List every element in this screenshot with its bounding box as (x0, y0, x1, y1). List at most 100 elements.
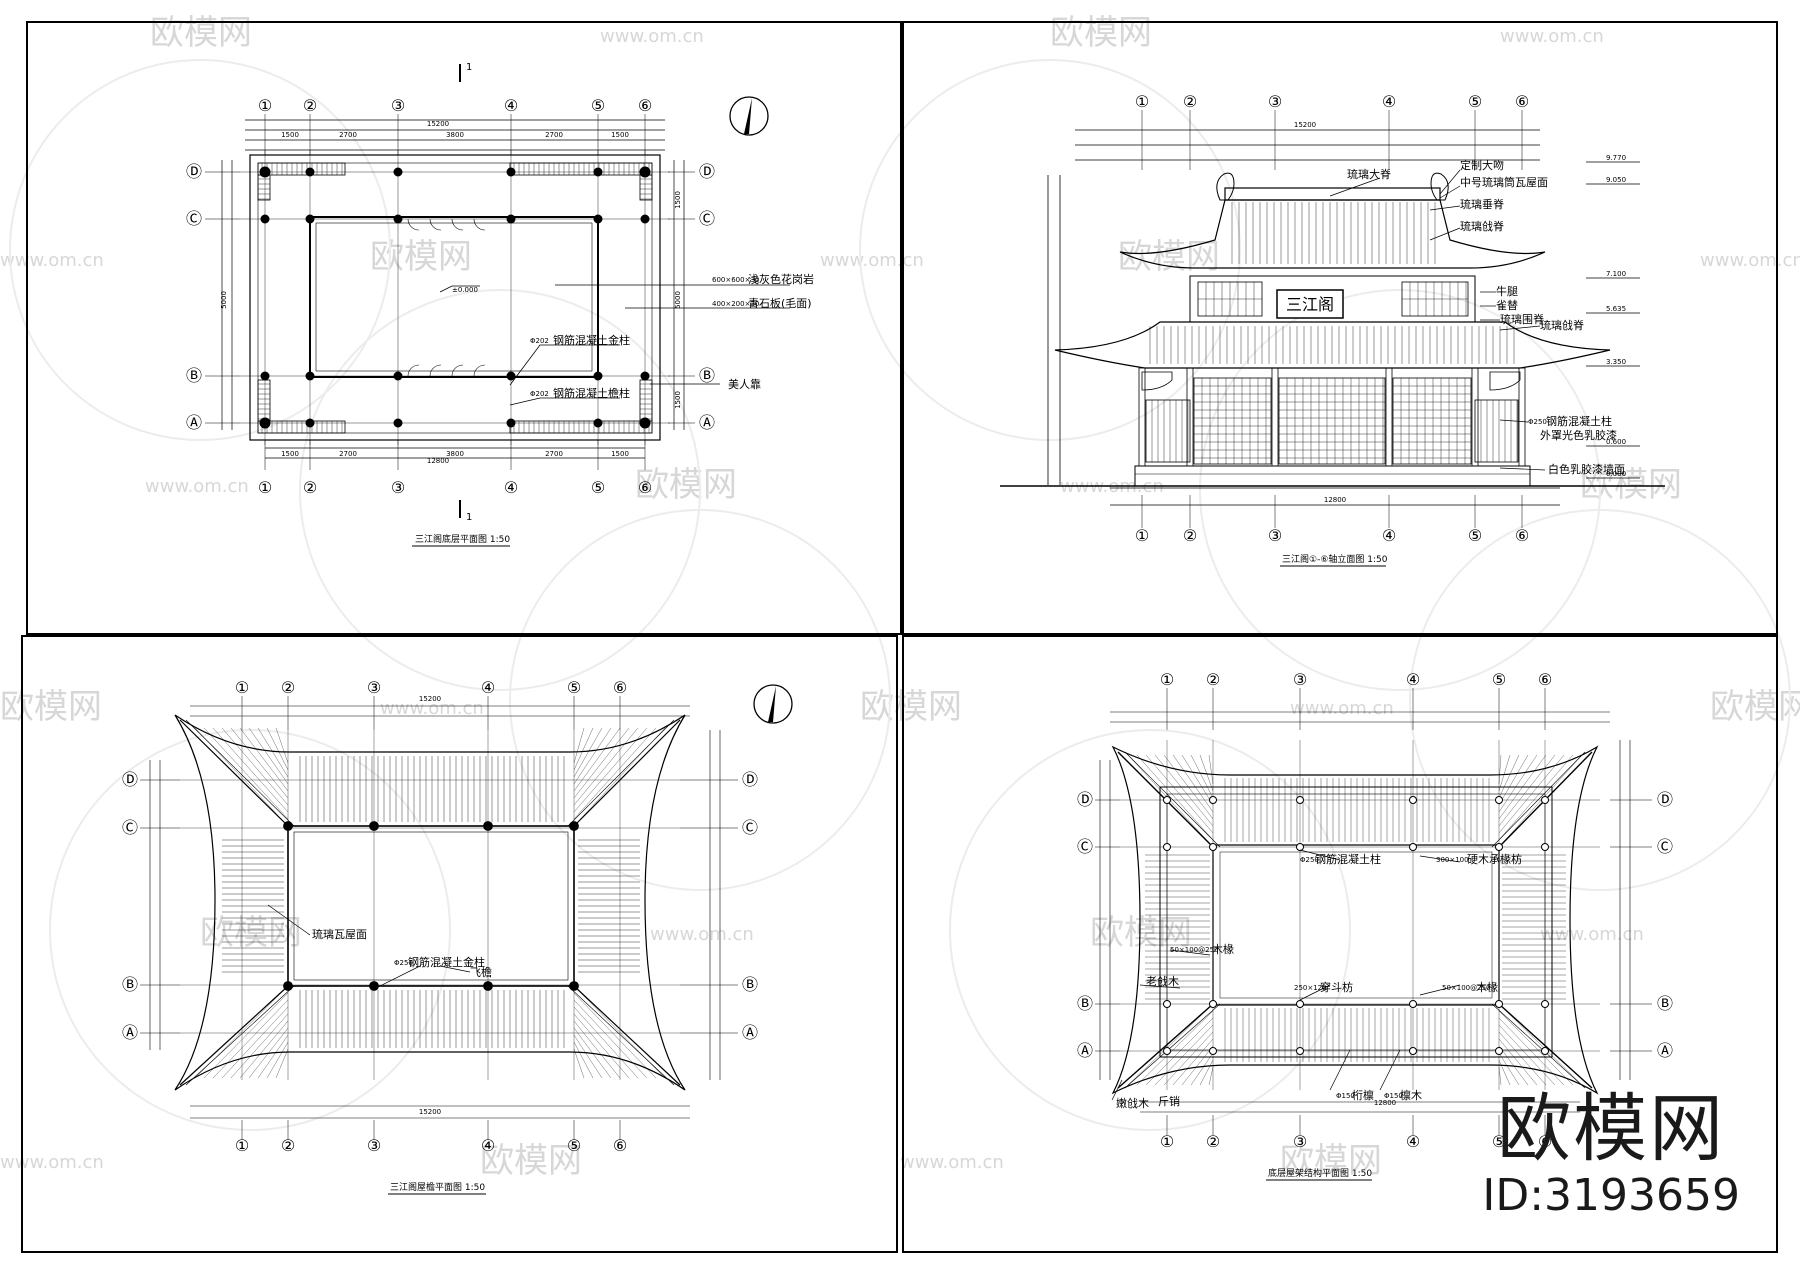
column-callout: 钢筋混凝土柱 (1315, 852, 1381, 866)
hip-ridge-edge (567, 719, 675, 827)
column-dot (393, 214, 403, 224)
fan-rafter (1145, 1017, 1214, 1086)
corner-rafter (573, 727, 630, 799)
fan-rafter (1498, 1031, 1547, 1086)
axis-label: ② (1183, 526, 1197, 545)
platform (1134, 465, 1531, 487)
axis-bubble: ① (235, 678, 249, 697)
column-dot (305, 371, 315, 381)
axis-label: ⑥ (613, 678, 627, 697)
corner-rafter (573, 727, 612, 785)
beam-spec: 300×100 (1436, 856, 1469, 864)
axis-bubble: Ⓐ (1657, 1041, 1673, 1060)
axis-label: Ⓐ (186, 413, 202, 432)
axis-bubble: ⑥ (638, 96, 652, 115)
axis-label: Ⓒ (1077, 837, 1093, 856)
floor-plan-dimension-lines (205, 114, 695, 470)
corner-rafter (266, 727, 289, 771)
column-circle (1296, 843, 1304, 851)
bluestone-spec: 400×200×30 (712, 300, 759, 308)
corner-rafter (221, 727, 289, 806)
axis-label: Ⓑ (186, 366, 202, 385)
column-circle (1163, 843, 1171, 851)
axis-label: ② (303, 96, 317, 115)
corner-rafter (257, 727, 289, 778)
axis-label: ⑤ (591, 96, 605, 115)
rafter-callout: 木椽 (1212, 943, 1234, 956)
outer-purlin (1159, 786, 1553, 1058)
axis-label: ⑤ (1492, 670, 1506, 689)
axis-bubble: ⑤ (1492, 1132, 1506, 1151)
axis-bubble: ② (281, 1136, 295, 1155)
bay-dimension: 3800 (446, 450, 464, 458)
column-circle (1296, 1000, 1304, 1008)
column-circle (1163, 796, 1171, 804)
corner-rafter (230, 1013, 289, 1079)
ridge-beast-left (1216, 172, 1235, 201)
door-swing (451, 218, 464, 231)
axis-label: ④ (481, 678, 495, 697)
frame-top-left (26, 21, 902, 635)
axis-bubble: ② (1183, 92, 1197, 111)
axis-bubble: Ⓒ (186, 209, 202, 228)
corner-rafter (248, 727, 289, 785)
axis-bubble: ④ (481, 1136, 495, 1155)
bay-dimension: 1500 (611, 131, 629, 139)
axis-bubble: ⑤ (591, 478, 605, 497)
corner-rafter (573, 985, 666, 1079)
axis-label: Ⓓ (1077, 790, 1093, 809)
gold-column-dot (569, 981, 579, 991)
fan-rafter (1154, 754, 1214, 827)
brand-id: ID:3193659 (1482, 1170, 1740, 1221)
axis-bubble: ③ (391, 96, 405, 115)
watermark-site-text: www.om.cn (650, 924, 754, 945)
fan-rafter (1199, 754, 1214, 792)
watermark-logo-text: 欧模网 (1580, 465, 1682, 505)
bay-dimension: 2700 (339, 131, 357, 139)
corner-column-dot (639, 166, 651, 178)
corner-rafter (573, 1041, 594, 1079)
axis-label: ④ (481, 1136, 495, 1155)
column-dot (593, 214, 603, 224)
bay-dimension: 2700 (545, 450, 563, 458)
bay-dimension: 2700 (545, 131, 563, 139)
section-mark-label: 1 (466, 512, 472, 523)
axis-bubble: ① (1160, 670, 1174, 689)
elevation-total-dimension: 15200 (1294, 121, 1316, 129)
fan-rafter (1498, 754, 1556, 827)
door-swing (429, 364, 442, 377)
column-circle (1541, 1047, 1549, 1055)
watermark-site-text: www.om.cn (1290, 698, 1394, 719)
corner-rafter (275, 727, 289, 764)
outer-purlin-inner (1166, 793, 1546, 1051)
axis-bubble: ③ (1268, 526, 1282, 545)
axis-bubble: ④ (504, 478, 518, 497)
bay-dimension: 1500 (611, 450, 629, 458)
fan-rafter (1136, 1010, 1214, 1086)
axis-bubble: ⑥ (1515, 526, 1529, 545)
section-mark-label: 1 (466, 62, 472, 73)
elevation-dimension-lines (1047, 129, 1560, 506)
bench-segment (257, 174, 271, 201)
ridge-beast-callout: 定制大吻 (1460, 158, 1504, 172)
axis-label: ① (1135, 92, 1149, 111)
side-panel (1474, 399, 1519, 463)
fan-rafter (1190, 754, 1214, 799)
corner-rafter (573, 1020, 621, 1079)
column (1385, 367, 1393, 467)
roof-plan-leaders (267, 904, 471, 991)
axis-label: ② (303, 478, 317, 497)
tile-roof-callout: 中号琉璃筒瓦屋面 (1460, 175, 1548, 189)
axis-bubble: ⑥ (1515, 92, 1529, 111)
tie-beam-spec: 250×120 (1294, 984, 1327, 992)
column-circle (1296, 796, 1304, 804)
corner-beam (1117, 1003, 1214, 1089)
axis-bubble: ③ (1293, 1132, 1307, 1151)
door-swing (473, 218, 486, 231)
watermark-logo-text: 欧模网 (1710, 687, 1800, 727)
watermark-logo-text: 欧模网 (1050, 13, 1152, 53)
column-circle (1409, 1000, 1417, 1008)
axis-bubble: ④ (1406, 1132, 1420, 1151)
bay-dimension: 1500 (281, 131, 299, 139)
axis-label: ③ (1268, 92, 1282, 111)
